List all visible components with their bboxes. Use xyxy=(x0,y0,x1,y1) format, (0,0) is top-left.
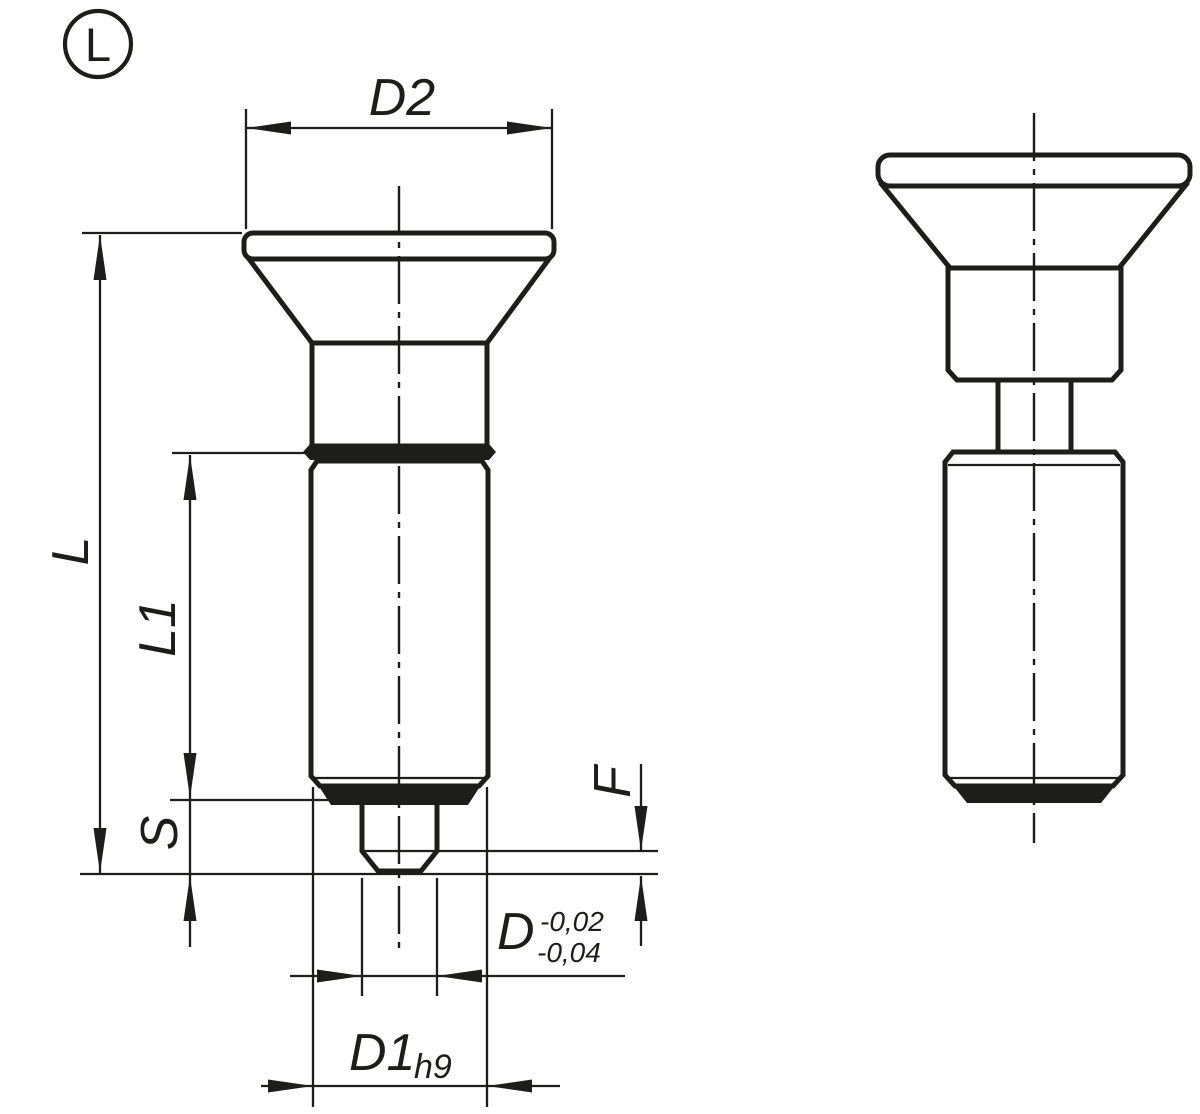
dim-f: F xyxy=(362,763,658,946)
dim-l: L xyxy=(42,231,658,876)
dim-f-arrow-top xyxy=(634,806,648,851)
dim-d1: D1 h9 xyxy=(261,787,560,1107)
dim-d-tol-upper: -0,02 xyxy=(540,906,604,937)
dim-l-arrow-top xyxy=(93,235,107,280)
variant-badge: L xyxy=(62,8,134,80)
dim-d-arrow-left xyxy=(317,969,362,983)
dim-d1-arrow-left xyxy=(268,1079,313,1093)
dim-d-arrow-right xyxy=(437,969,482,983)
dim-l1: L1 xyxy=(129,451,307,798)
dim-l1-arrow-bottom xyxy=(183,753,197,798)
dim-d-tol-lower: -0,04 xyxy=(537,937,601,968)
dim-d1-tol: h9 xyxy=(414,1048,452,1086)
dim-d2-arrow-right xyxy=(507,121,552,135)
dim-s-arrow-bottom xyxy=(183,876,197,921)
dim-f-label: F xyxy=(584,763,642,798)
dim-l-label: L xyxy=(42,537,100,566)
body-bottom-face-side xyxy=(955,788,1113,803)
dim-s: S xyxy=(131,798,362,947)
dim-d2-label: D2 xyxy=(369,69,436,127)
dim-d2-arrow-left xyxy=(246,121,291,135)
dim-d: D -0,02 -0,04 xyxy=(290,878,625,996)
dim-l1-label: L1 xyxy=(129,599,187,657)
variant-badge-circle xyxy=(62,8,134,80)
dim-d2: D2 xyxy=(244,69,554,229)
dim-d-label: D xyxy=(497,903,535,961)
dim-d1-label: D1 xyxy=(349,1024,415,1082)
dim-f-arrow-bottom xyxy=(634,876,648,921)
variant-badge-letter: L xyxy=(85,18,111,71)
dim-s-label: S xyxy=(131,815,189,850)
dim-l1-arrow-top xyxy=(183,455,197,500)
dim-d1-arrow-right xyxy=(487,1079,532,1093)
dim-l-arrow-bottom xyxy=(93,828,107,873)
